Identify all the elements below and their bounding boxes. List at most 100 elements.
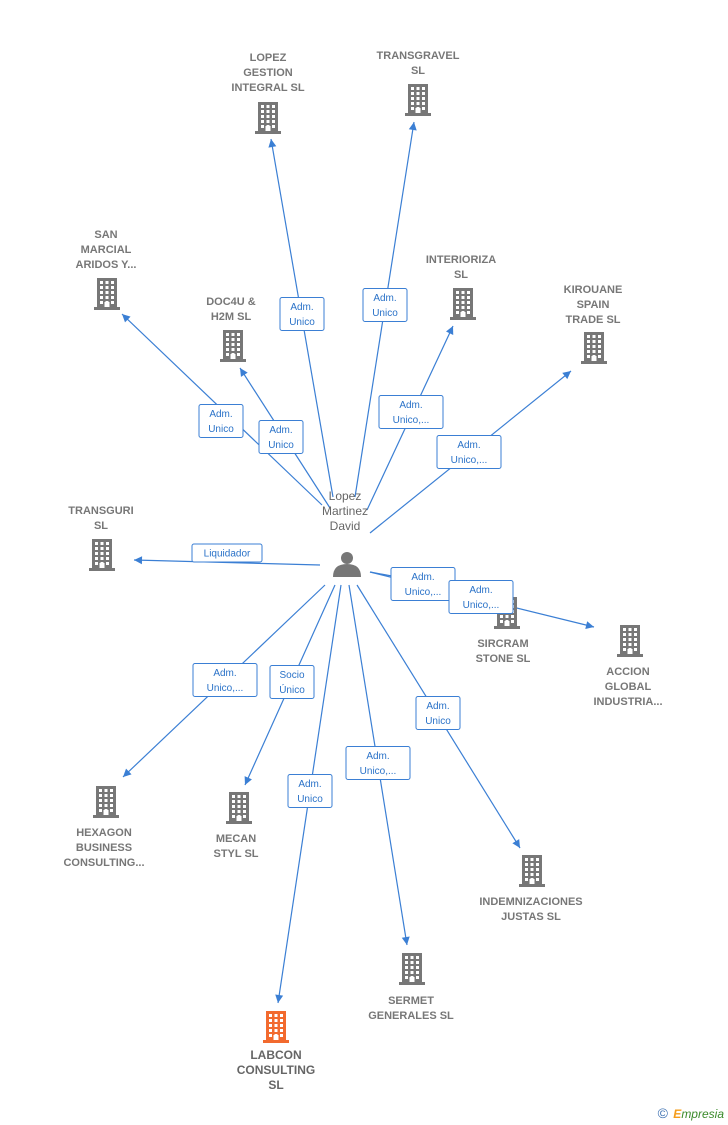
building-window xyxy=(405,976,408,979)
company-name-hexagon[interactable]: CONSULTING... xyxy=(63,857,144,869)
role-label[interactable]: Adm.Unico,... xyxy=(448,580,514,614)
building-icon[interactable] xyxy=(93,786,119,818)
building-icon[interactable] xyxy=(617,625,643,657)
building-base xyxy=(494,626,520,629)
company-name-transguri[interactable]: SL xyxy=(94,520,108,532)
role-label[interactable]: Adm.Unico,... xyxy=(436,435,502,469)
company-name-san-marcial[interactable]: SAN xyxy=(94,229,117,241)
role-text: Unico xyxy=(425,716,451,727)
building-window xyxy=(536,878,539,881)
person-name-line: Lopez xyxy=(329,489,362,503)
role-label[interactable]: Adm.Unico xyxy=(415,696,461,730)
role-label[interactable]: Adm.Unico,... xyxy=(345,746,411,780)
building-window xyxy=(628,643,632,646)
building-icon[interactable] xyxy=(581,332,607,364)
building-door xyxy=(265,126,271,131)
company-name-sermet[interactable]: SERMET xyxy=(388,995,434,1007)
building-window xyxy=(269,1029,272,1032)
building-icon[interactable] xyxy=(226,792,252,824)
building-window xyxy=(405,961,408,964)
role-label[interactable]: Adm.Unico,... xyxy=(192,663,258,697)
building-window xyxy=(243,795,246,798)
role-label[interactable]: Adm.Unico xyxy=(198,404,244,438)
building-icon[interactable] xyxy=(405,84,431,116)
building-door xyxy=(529,879,535,884)
building-window xyxy=(634,648,637,651)
company-name-lopez-gestion[interactable]: GESTION xyxy=(243,67,293,79)
company-name-mecan[interactable]: STYL SL xyxy=(213,848,258,860)
person-icon[interactable] xyxy=(333,552,361,577)
role-label[interactable]: Adm.Unico xyxy=(279,297,325,331)
company-name-kirouane[interactable]: TRADE SL xyxy=(566,314,621,326)
building-window xyxy=(274,1024,278,1027)
company-name-lopez-gestion[interactable]: LOPEZ xyxy=(250,52,287,64)
company-name-mecan[interactable]: MECAN xyxy=(216,833,256,845)
role-label[interactable]: Adm.Unico,... xyxy=(390,567,456,601)
building-window xyxy=(110,804,113,807)
building-window xyxy=(280,1014,283,1017)
company-name-kirouane[interactable]: SPAIN xyxy=(577,299,610,311)
building-window xyxy=(274,1019,278,1022)
building-icon[interactable] xyxy=(220,330,246,362)
building-window xyxy=(100,552,104,555)
building-window xyxy=(99,794,102,797)
company-name-labcon[interactable]: SL xyxy=(268,1078,283,1092)
company-name-transgravel[interactable]: TRANSGRAVEL xyxy=(377,50,460,62)
building-window xyxy=(410,956,414,959)
company-name-sircram[interactable]: SIRCRAM xyxy=(477,638,528,650)
building-icon[interactable] xyxy=(263,1011,289,1043)
building-icon[interactable] xyxy=(450,288,476,320)
company-name-accion[interactable]: INDUSTRIA... xyxy=(593,696,662,708)
company-name-indemnizaciones[interactable]: INDEMNIZACIONES xyxy=(479,896,582,908)
company-name-doc4u[interactable]: DOC4U & xyxy=(206,296,256,308)
building-window xyxy=(226,338,229,341)
building-window xyxy=(232,805,235,808)
company-name-sircram[interactable]: STONE SL xyxy=(476,653,531,665)
building-window xyxy=(231,333,235,336)
company-name-doc4u[interactable]: H2M SL xyxy=(211,311,252,323)
company-name-accion[interactable]: ACCION xyxy=(606,666,649,678)
building-base xyxy=(617,654,643,657)
company-name-transguri[interactable]: TRANSGURI xyxy=(68,505,133,517)
role-label[interactable]: Adm.Unico xyxy=(362,288,408,322)
building-icon[interactable] xyxy=(94,278,120,310)
company-name-san-marcial[interactable]: MARCIAL xyxy=(81,244,132,256)
building-window xyxy=(461,291,465,294)
company-name-hexagon[interactable]: HEXAGON xyxy=(76,827,132,839)
company-name-kirouane[interactable]: KIROUANE xyxy=(564,284,623,296)
company-name-lopez-gestion[interactable]: INTEGRAL SL xyxy=(231,82,304,94)
role-text: Adm. xyxy=(373,293,396,304)
building-window xyxy=(272,115,275,118)
role-box xyxy=(287,774,333,808)
company-name-accion[interactable]: GLOBAL xyxy=(605,681,652,693)
building-window xyxy=(456,301,459,304)
role-label[interactable]: Adm.Unico xyxy=(287,774,333,808)
building-icon[interactable] xyxy=(255,102,281,134)
company-name-san-marcial[interactable]: ARIDOS Y... xyxy=(76,259,137,271)
building-window xyxy=(525,858,528,861)
company-name-indemnizaciones[interactable]: JUSTAS SL xyxy=(501,911,561,923)
role-text: Único xyxy=(279,683,305,696)
company-name-interioriza[interactable]: INTERIORIZA xyxy=(426,254,496,266)
building-window xyxy=(110,789,113,792)
building-window xyxy=(405,966,408,969)
company-name-labcon[interactable]: LABCON xyxy=(250,1048,301,1062)
company-name-transgravel[interactable]: SL xyxy=(411,65,425,77)
company-name-sermet[interactable]: GENERALES SL xyxy=(368,1010,454,1022)
role-label[interactable]: Adm.Unico,... xyxy=(378,395,444,429)
building-icon[interactable] xyxy=(519,855,545,887)
role-label[interactable]: Adm.Unico xyxy=(258,420,304,454)
role-label[interactable]: Liquidador xyxy=(191,543,263,563)
building-window xyxy=(266,105,270,108)
building-icon[interactable] xyxy=(89,539,115,571)
building-icon[interactable] xyxy=(399,953,425,985)
building-window xyxy=(536,858,539,861)
company-name-labcon[interactable]: CONSULTING xyxy=(237,1063,315,1077)
role-text: Unico xyxy=(268,440,294,451)
company-name-hexagon[interactable]: BUSINESS xyxy=(76,842,132,854)
building-window xyxy=(456,306,459,309)
building-base xyxy=(93,815,119,818)
role-text: Adm. xyxy=(290,302,313,313)
company-name-interioriza[interactable]: SL xyxy=(454,269,468,281)
